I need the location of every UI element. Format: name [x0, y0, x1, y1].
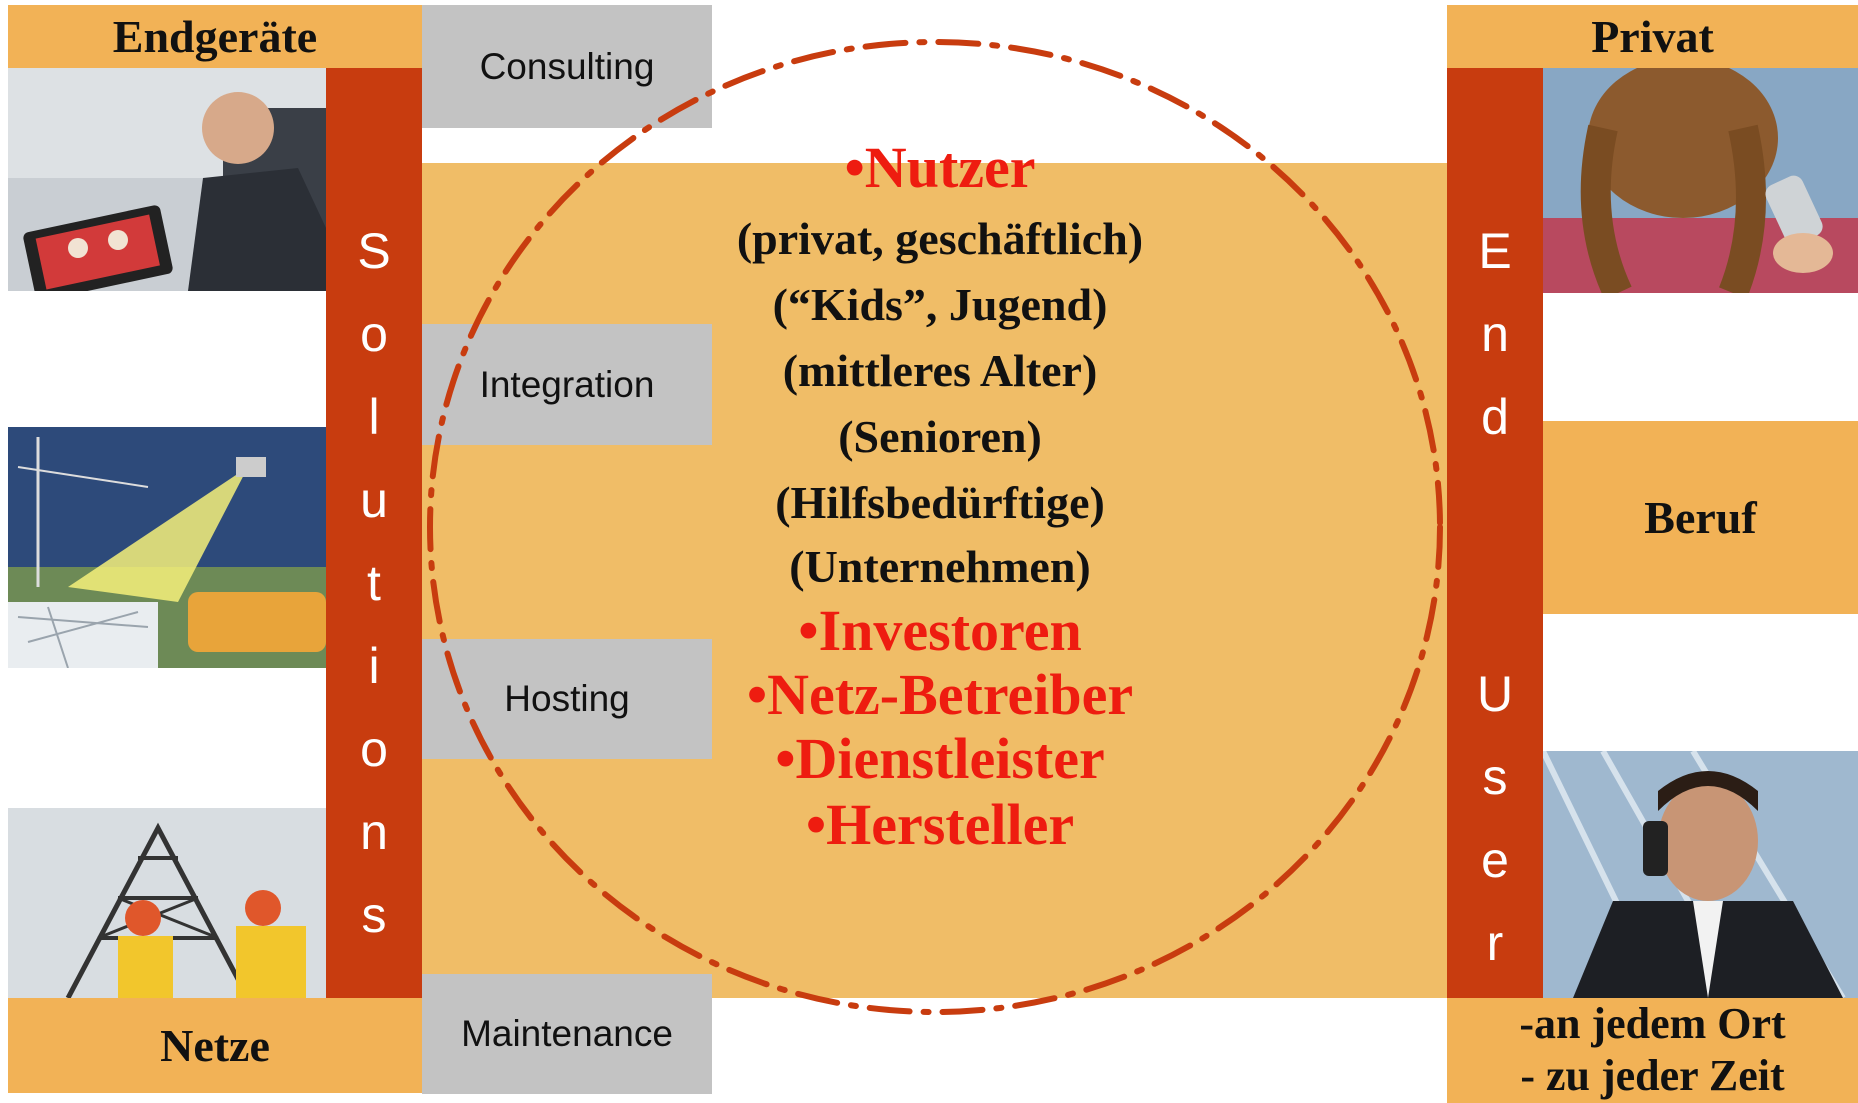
availability-box: -an jedem Ort - zu jeder Zeit: [1447, 998, 1858, 1103]
solutions-letter: l: [368, 389, 380, 445]
solutions-letter: i: [368, 638, 380, 694]
solutions-letter: S: [357, 223, 391, 279]
netze-photo: [8, 808, 326, 998]
stakeholder-heading: •Nutzer: [844, 135, 1036, 200]
integration-box: Integration: [422, 324, 712, 445]
endgeraete-photo: [8, 68, 326, 291]
availability-line-1: -an jedem Ort: [1519, 998, 1786, 1048]
center-band: [360, 163, 1450, 998]
beruf-label: Beruf: [1543, 421, 1858, 614]
stakeholder-subitem: (privat, geschäftlich): [736, 213, 1144, 264]
user-letter: U: [1476, 666, 1514, 722]
user-letter: r: [1486, 915, 1504, 971]
solutions-letter: o: [360, 306, 388, 362]
solutions-letter: t: [367, 555, 381, 611]
solutions-letter: u: [360, 472, 388, 528]
privat-label: Privat: [1447, 5, 1858, 68]
stakeholder-heading: •Dienstleister: [775, 726, 1105, 791]
end-letter: n: [1481, 306, 1509, 362]
stakeholder-heading: •Investoren: [798, 598, 1082, 663]
user-letter: s: [1482, 749, 1508, 805]
beruf-photo: [1543, 751, 1858, 998]
stakeholder-heading: •Netz-Betreiber: [746, 662, 1134, 727]
privat-photo: [1543, 68, 1858, 293]
stakeholder-subitem: (Unternehmen): [789, 541, 1091, 592]
stakeholder-subitem: (mittleres Alter): [782, 345, 1098, 396]
netze-label: Netze: [8, 998, 422, 1093]
stakeholder-subitem: (Senioren): [838, 411, 1042, 462]
end-letter: E: [1478, 223, 1512, 279]
hosting-box: Hosting: [422, 639, 712, 759]
maintenance-box: Maintenance: [422, 974, 712, 1094]
stakeholder-subitem: (Hilfsbedürftige): [775, 477, 1105, 528]
solutions-letter: s: [361, 887, 387, 943]
solutions-letter: o: [360, 721, 388, 777]
satellite-photo: [8, 427, 326, 668]
endgeraete-label: Endgeräte: [8, 5, 422, 68]
stakeholder-list: •Nutzer (privat, geschäftlich) (“Kids”, Ju…: [690, 130, 1190, 1030]
end-letter: d: [1481, 389, 1509, 445]
availability-line-2: - zu jeder Zeit: [1520, 1050, 1785, 1100]
stakeholder-heading: •Hersteller: [805, 792, 1075, 857]
stakeholder-subitem: (“Kids”, Jugend): [772, 279, 1108, 330]
solutions-letter: n: [360, 804, 388, 860]
user-letter: e: [1481, 832, 1509, 888]
consulting-box: Consulting: [422, 5, 712, 128]
